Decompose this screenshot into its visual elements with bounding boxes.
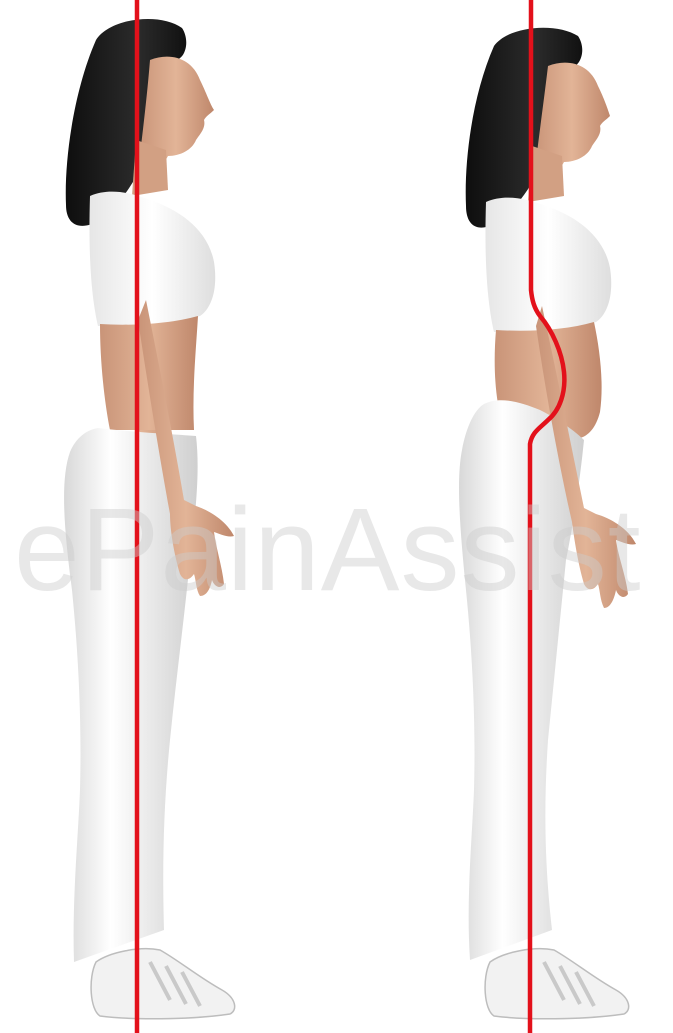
figure-good-posture	[64, 19, 235, 1019]
figure-lordosis	[459, 28, 636, 1019]
crop-top-left	[89, 192, 215, 326]
crop-top-right	[485, 198, 611, 332]
